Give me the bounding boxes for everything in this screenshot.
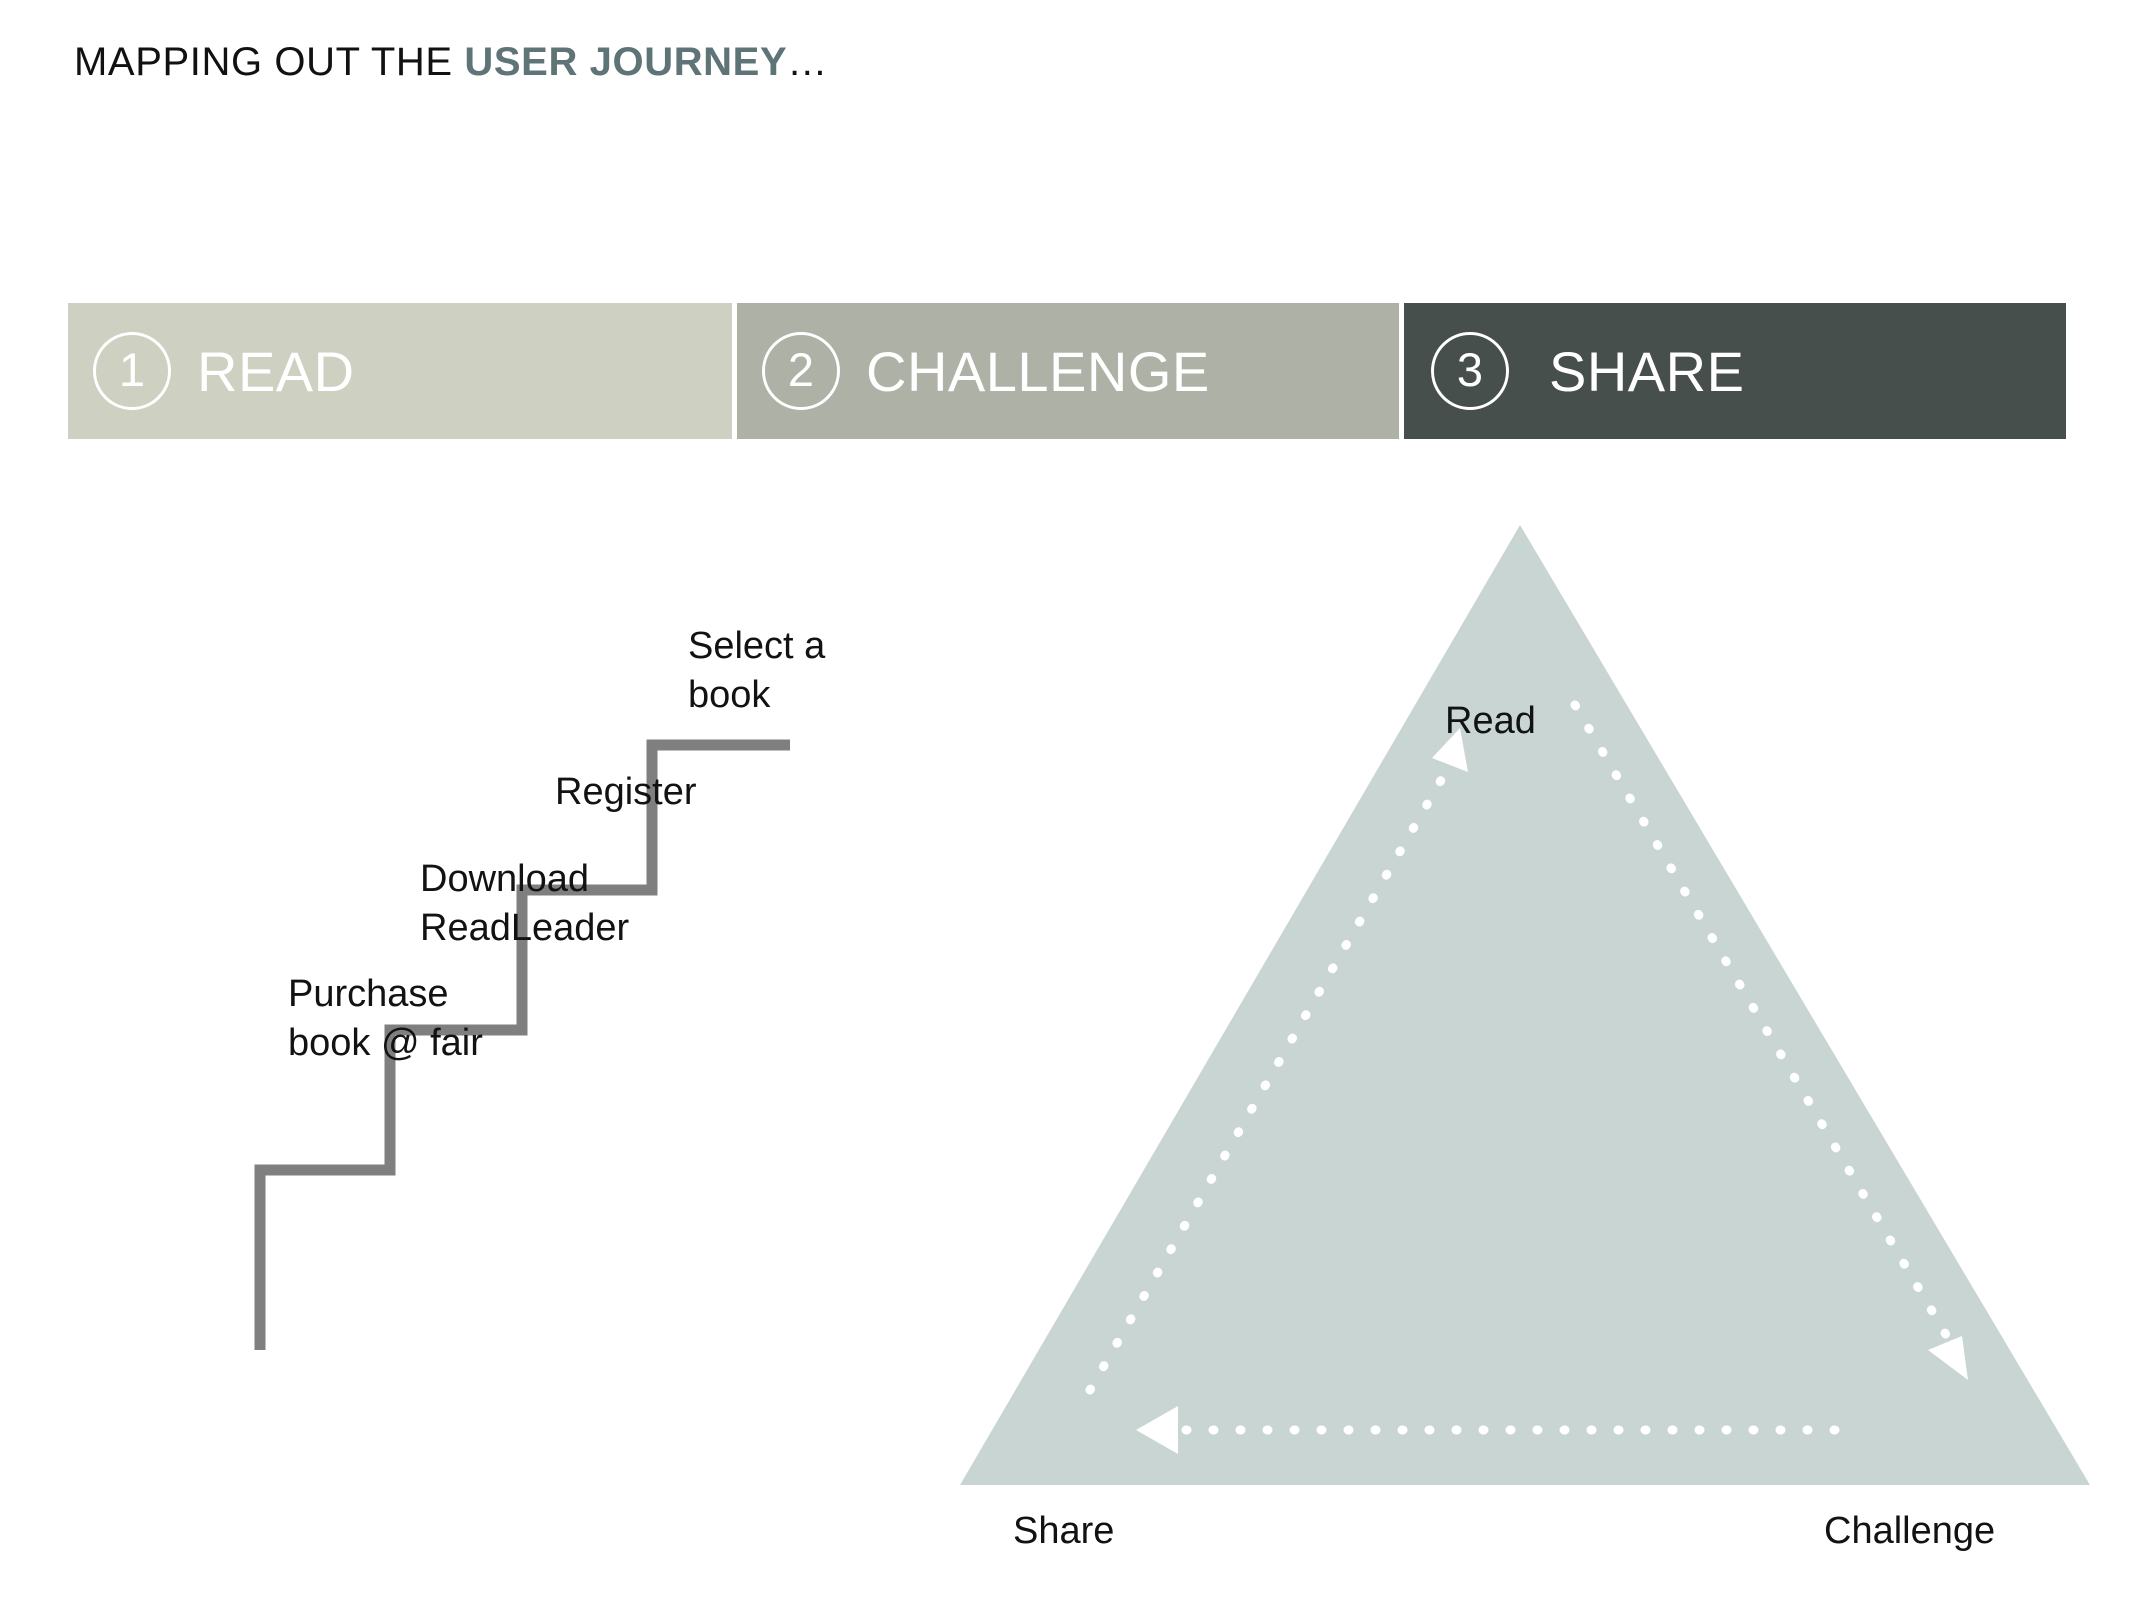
arrow-read-to-challenge-head-icon — [1928, 1336, 1968, 1380]
step-number-badge-2: 2 — [762, 332, 840, 410]
cycle-node-label-share: Share — [1013, 1510, 1115, 1552]
arrow-challenge-to-share-head-icon — [1136, 1406, 1178, 1454]
page-title-suffix: … — [787, 40, 828, 84]
step-label-challenge: CHALLENGE — [866, 339, 1210, 403]
staircase-label-download-line1: Download ReadLeader — [420, 858, 630, 949]
page-title-highlight: USER JOURNEY — [464, 40, 788, 84]
arrow-read-to-challenge-line — [1570, 700, 1960, 1355]
staircase-step-line — [254, 739, 790, 1350]
staircase-label-select-book: Select a book — [688, 622, 825, 719]
step-item-read[interactable]: 1 READ — [68, 303, 732, 439]
arrow-share-to-read-head-icon — [1432, 728, 1468, 772]
staircase-label-purchase-line1: Purchase book @ fair — [288, 973, 483, 1064]
staircase-label-register: Register — [555, 768, 697, 817]
step-label-read: READ — [197, 339, 355, 403]
staircase-label-purchase: Purchase book @ fair — [288, 970, 483, 1067]
step-item-share[interactable]: 3 SHARE — [1404, 303, 2066, 439]
step-number-badge-1: 1 — [93, 332, 171, 410]
cycle-node-label-challenge: Challenge — [1824, 1510, 1996, 1552]
triangle-shape — [960, 525, 2090, 1485]
staircase-label-select-book-line1: Select a book — [688, 625, 826, 716]
cycle-triangle-svg — [960, 525, 2090, 1485]
cycle-triangle-diagram: Read Challenge Share — [940, 500, 2120, 1552]
page-title: MAPPING OUT THE USER JOURNEY… — [74, 40, 828, 85]
journey-step-bar: 1 READ 2 CHALLENGE 3 SHARE — [68, 303, 2066, 439]
staircase-diagram: Purchase book @ fair Download ReadLeader… — [250, 625, 1050, 1360]
cycle-node-label-read: Read — [1445, 700, 1536, 742]
step-item-challenge[interactable]: 2 CHALLENGE — [737, 303, 1399, 439]
page-title-prefix: MAPPING OUT THE — [74, 40, 465, 84]
staircase-label-register-line1: Register — [555, 771, 697, 813]
staircase-label-download: Download ReadLeader — [420, 855, 629, 952]
staircase-path — [254, 739, 790, 1350]
arrow-share-to-read-line — [1085, 763, 1453, 1395]
step-label-share: SHARE — [1549, 339, 1745, 403]
step-number-badge-3: 3 — [1431, 332, 1509, 410]
